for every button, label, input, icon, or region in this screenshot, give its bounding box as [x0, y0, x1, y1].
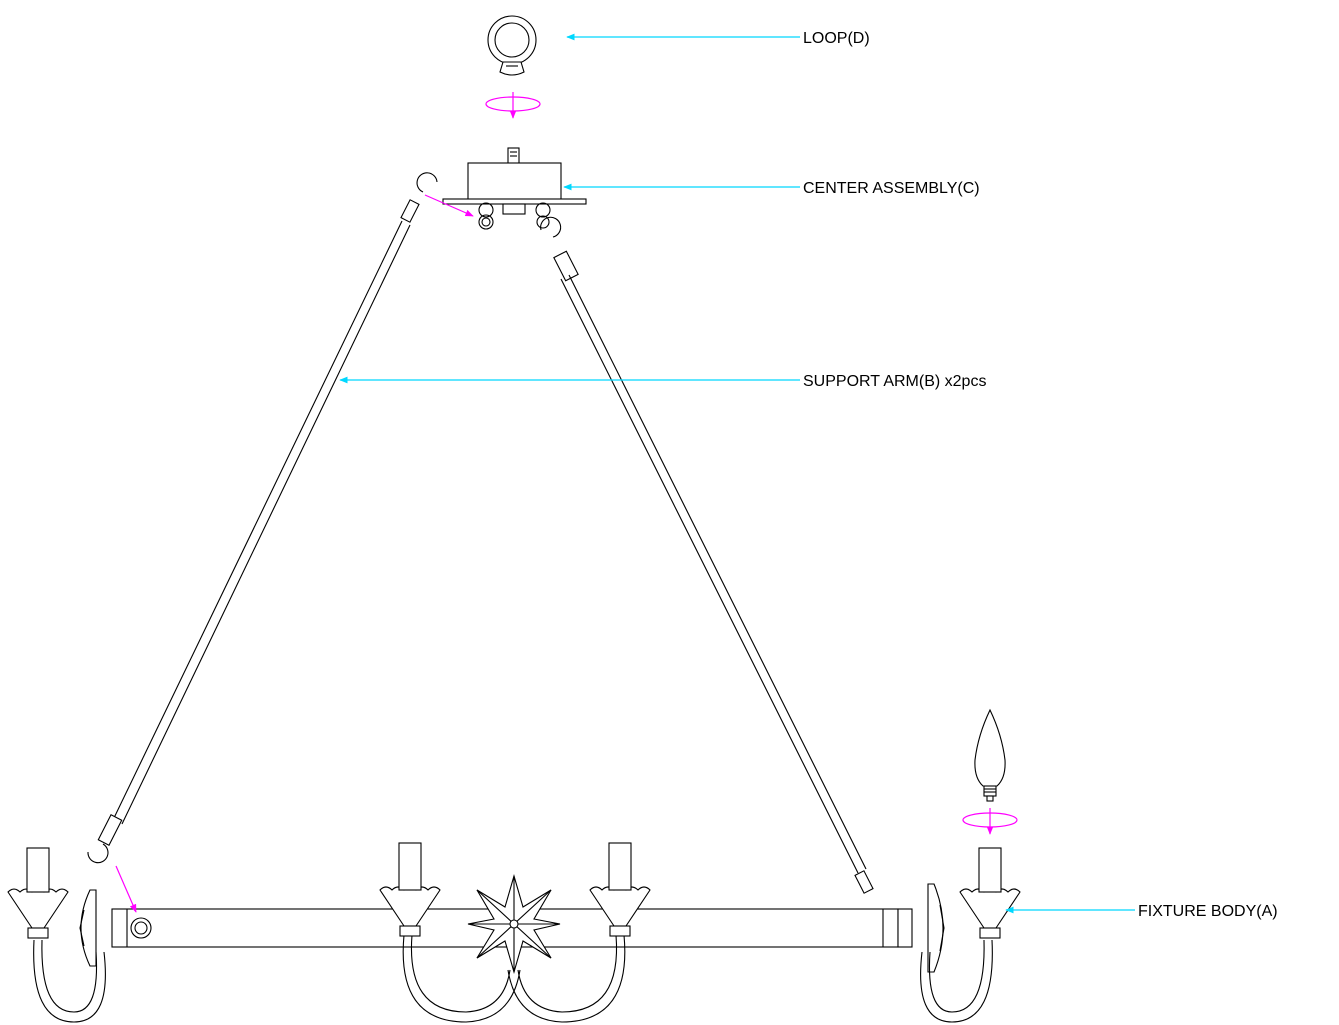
candle-cup-4	[959, 847, 1021, 939]
loop-label: LOOP(D)	[803, 30, 870, 47]
support-attach-arrow	[115, 865, 137, 913]
candle-cup-1	[7, 847, 69, 939]
candle-cup-2	[379, 842, 441, 937]
support-arm-left	[87, 172, 438, 864]
light-bulb	[974, 708, 1006, 802]
fixture-body-part	[7, 842, 1021, 1023]
support-arm-label: SUPPORT ARM(B) x2pcs	[803, 373, 986, 390]
fixture-body-label: FIXTURE BODY(A)	[1138, 903, 1278, 920]
bulb-rotation-arrow	[962, 808, 1018, 835]
center-assembly-label: CENTER ASSEMBLY(C)	[803, 180, 980, 197]
support-arm-right	[540, 216, 893, 942]
candle-cup-3	[589, 842, 651, 937]
hook-attach-arrow	[424, 194, 474, 217]
loop-rotation-arrow	[485, 92, 541, 119]
center-assembly-part	[442, 147, 587, 230]
loop-part	[487, 15, 537, 76]
